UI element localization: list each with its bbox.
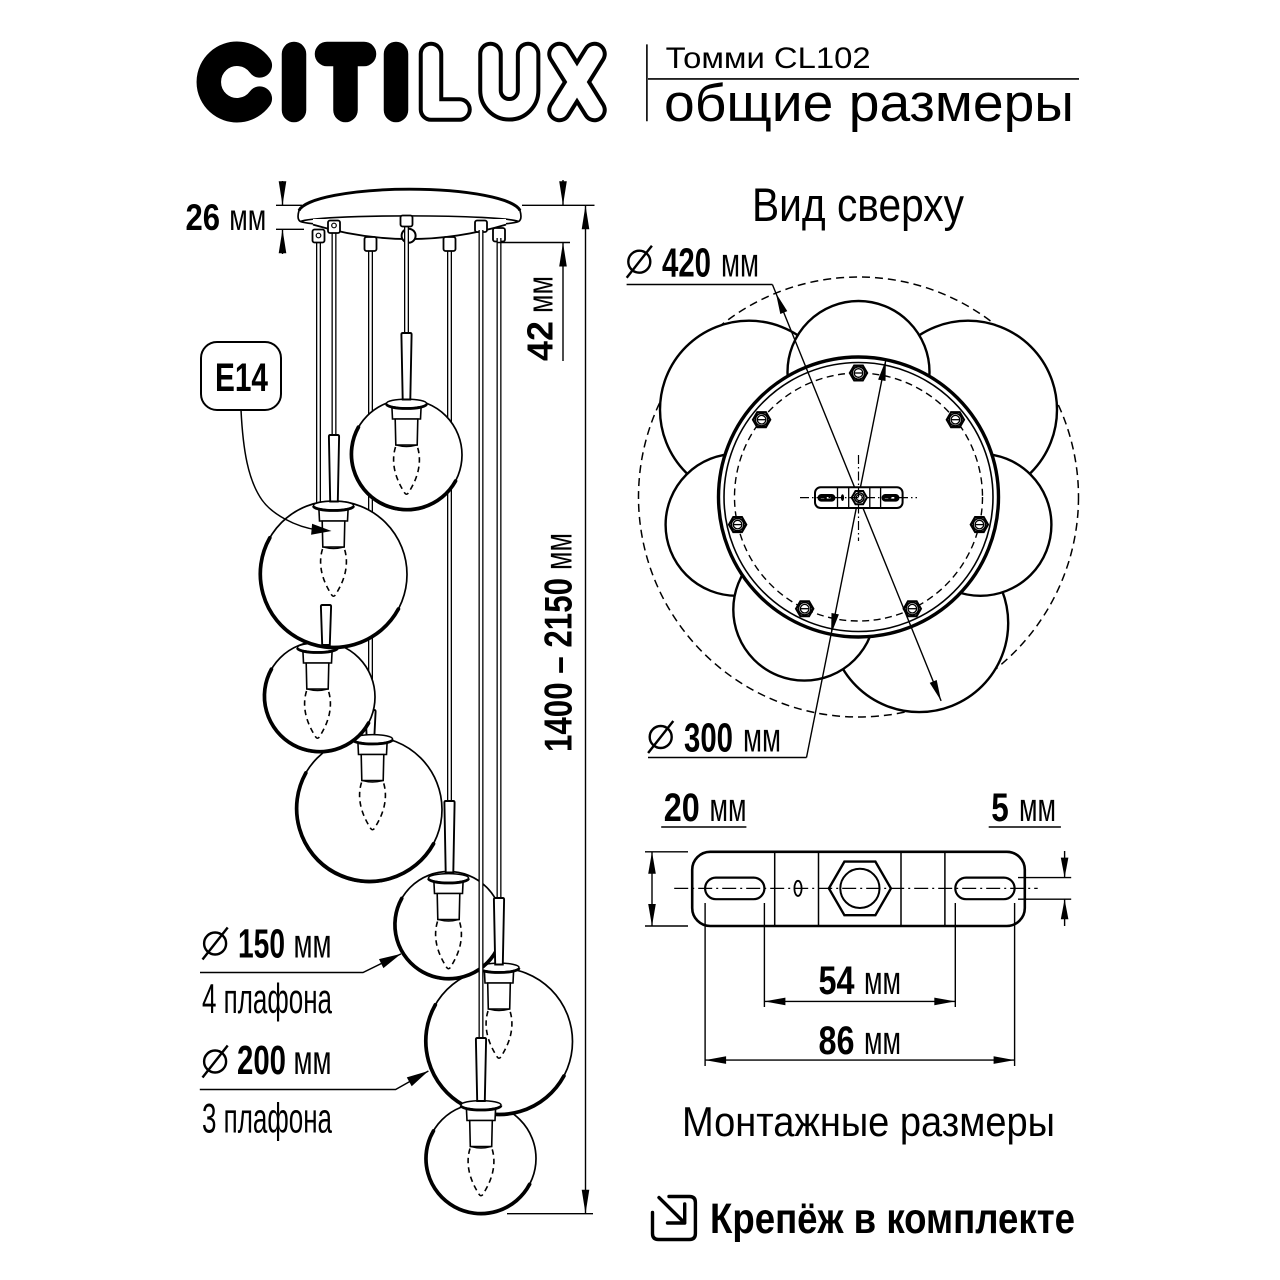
svg-text:мм: мм — [710, 786, 747, 830]
svg-text:420: 420 — [662, 239, 711, 285]
svg-text:54: 54 — [819, 959, 856, 1003]
svg-text:мм: мм — [538, 533, 581, 570]
svg-text:3 плафона: 3 плафона — [202, 1095, 332, 1142]
svg-text:E14: E14 — [215, 356, 268, 400]
svg-text:Вид сверху: Вид сверху — [752, 179, 964, 232]
svg-text:42: 42 — [520, 321, 561, 361]
svg-text:мм: мм — [1019, 786, 1056, 830]
svg-text:26: 26 — [186, 197, 221, 238]
svg-text:мм: мм — [721, 239, 759, 285]
svg-text:мм: мм — [294, 1037, 332, 1083]
svg-text:Томми CL102: Томми CL102 — [666, 42, 871, 75]
svg-text:мм: мм — [520, 276, 561, 313]
svg-text:4 плафона: 4 плафона — [202, 975, 332, 1022]
svg-text:общие размеры: общие размеры — [664, 74, 1074, 133]
svg-text:150: 150 — [238, 921, 285, 967]
svg-text:мм: мм — [229, 197, 266, 238]
svg-text:200: 200 — [237, 1037, 286, 1083]
svg-text:Монтажные размеры: Монтажные размеры — [682, 1098, 1055, 1145]
svg-text:мм: мм — [743, 715, 781, 761]
svg-text:300: 300 — [684, 715, 733, 761]
svg-text:мм: мм — [864, 959, 901, 1003]
svg-text:1400 – 2150: 1400 – 2150 — [538, 578, 581, 752]
svg-text:мм: мм — [864, 1019, 901, 1063]
svg-text:5: 5 — [991, 786, 1009, 830]
svg-text:20: 20 — [664, 786, 700, 830]
svg-text:Крепёж в комплекте: Крепёж в комплекте — [710, 1195, 1075, 1243]
svg-text:мм: мм — [294, 921, 332, 967]
svg-text:86: 86 — [819, 1019, 855, 1063]
